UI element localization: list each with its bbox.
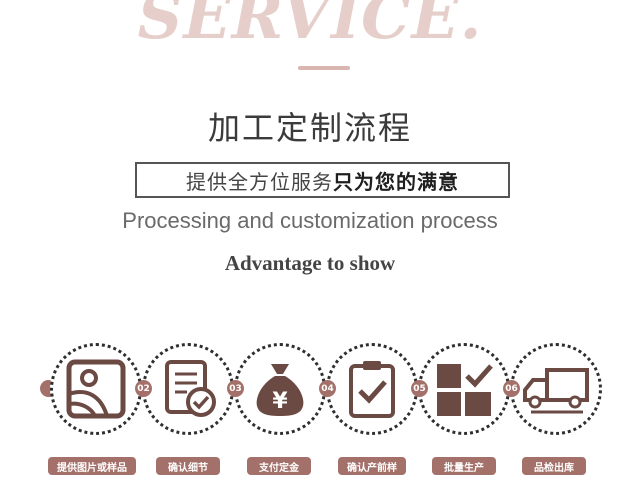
hero-word: SERVICE. <box>137 0 483 53</box>
step-number-3: 03 <box>227 380 244 397</box>
subtitle: Processing and customization process <box>122 208 498 233</box>
step-number-2: 02 <box>135 380 152 397</box>
step-number-4: 04 <box>319 380 336 397</box>
step-circle-3: ¥ <box>234 343 326 435</box>
step-circle-4 <box>326 343 418 435</box>
step-circle-2 <box>142 343 234 435</box>
step-number-5: 05 <box>411 380 428 397</box>
slogan-text: 提供全方位服务 <box>186 169 333 194</box>
step-label-1: 提供图片或样品 <box>48 457 136 475</box>
step-number-6: 06 <box>503 380 520 397</box>
step-label-3: 支付定金 <box>247 457 311 475</box>
step-circle-5 <box>418 343 510 435</box>
document-check-icon <box>157 358 219 420</box>
clipboard-check-icon <box>341 358 403 420</box>
hero-divider <box>298 66 350 70</box>
blocks-check-icon <box>433 358 495 420</box>
step-circle-1 <box>50 343 142 435</box>
step-label-5: 批量生产 <box>432 457 496 475</box>
slogan-box: 提供全方位服务只为您的满意 <box>135 162 510 198</box>
slogan-bold-text: 只为您的满意 <box>333 169 459 194</box>
svg-text:¥: ¥ <box>272 389 288 414</box>
money-bag-icon: ¥ <box>249 358 311 420</box>
step-circle-6 <box>510 343 602 435</box>
step-label-6: 品检出库 <box>522 457 586 475</box>
delivery-truck-icon <box>521 358 591 420</box>
advantage-heading: Advantage to show <box>224 251 396 275</box>
step-label-4: 确认产前样 <box>338 457 406 475</box>
page-title: 加工定制流程 <box>207 109 412 147</box>
picture-icon <box>65 358 127 420</box>
step-label-2: 确认细节 <box>156 457 220 475</box>
